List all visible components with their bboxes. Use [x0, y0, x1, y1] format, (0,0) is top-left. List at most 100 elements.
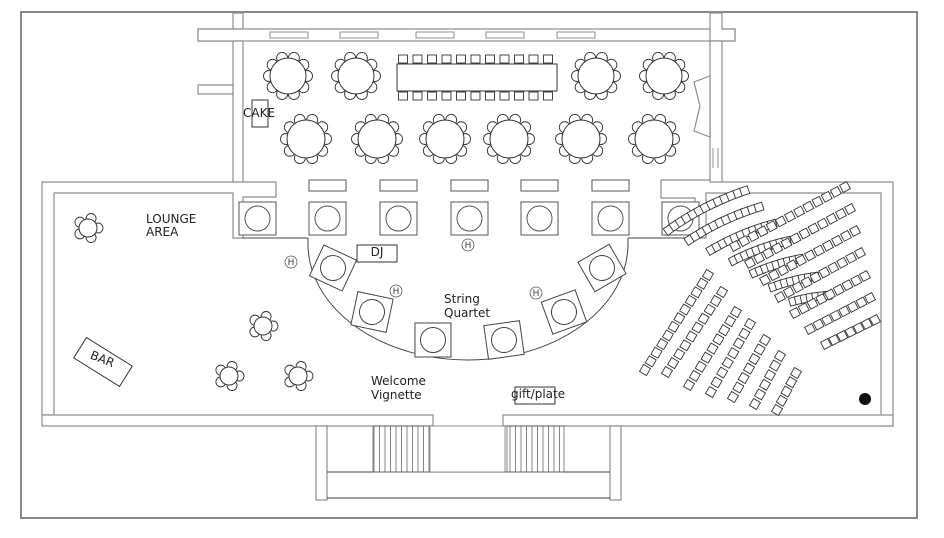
ceremony-chair — [806, 297, 819, 310]
ceremony-chair — [763, 369, 777, 382]
stair-frame — [506, 425, 565, 473]
ceremony-chair — [738, 185, 751, 197]
column-circle — [597, 205, 624, 232]
stage-speaker — [551, 299, 577, 325]
ceremony-chair — [836, 256, 849, 269]
chair — [470, 91, 481, 101]
window — [339, 31, 379, 39]
chair — [427, 54, 437, 64]
column-circle — [385, 205, 412, 232]
ceremony-chair — [829, 185, 842, 198]
round-table — [288, 366, 308, 386]
ceremony-chair — [844, 325, 857, 339]
chair — [499, 54, 510, 64]
stage-speaker — [420, 327, 446, 353]
ceremony-chair — [839, 229, 853, 242]
ceremony-chair — [791, 281, 804, 294]
ceremony-chair — [715, 285, 729, 299]
heater: H — [461, 238, 475, 252]
ceremony-chair — [770, 403, 784, 417]
heater: H — [389, 284, 403, 298]
heater-label: H — [288, 258, 295, 268]
ceremony-chair — [852, 321, 865, 335]
stair-frame — [372, 425, 430, 473]
stage-box-group — [308, 244, 358, 292]
chair — [398, 54, 408, 64]
heater-label: H — [533, 289, 540, 299]
ceremony-chair — [825, 212, 838, 225]
ceremony-chair — [785, 376, 798, 389]
ceremony-chair — [858, 269, 872, 283]
heater: H — [529, 286, 543, 300]
ceremony-chair — [738, 327, 751, 340]
ceremony-chair — [816, 217, 829, 230]
ceremony-chair — [743, 256, 757, 270]
ceremony-chair — [673, 312, 686, 325]
ceremony-chair — [830, 234, 844, 247]
ceremony-chair — [697, 312, 710, 325]
ceremony-chair — [780, 237, 793, 250]
round-table — [219, 366, 239, 386]
window — [485, 31, 525, 39]
ceremony-chair — [721, 356, 734, 369]
heater: H — [284, 255, 298, 269]
heater-icon — [284, 255, 298, 269]
round-table-group — [419, 114, 471, 164]
ceremony-chair — [780, 385, 793, 398]
cake-label: CAKE — [243, 106, 275, 120]
head-table-group — [396, 54, 558, 101]
ceremony-chair — [650, 346, 663, 359]
chair — [441, 91, 452, 101]
chair — [427, 91, 437, 101]
ceremony-chair — [818, 266, 831, 279]
chair — [528, 54, 539, 64]
stairs — [372, 425, 565, 473]
quartet-label-line2: Quartet — [444, 306, 490, 320]
ceremony-chair — [753, 343, 766, 356]
window — [269, 31, 309, 39]
heater-icon — [461, 238, 475, 252]
round-table-group — [571, 51, 621, 101]
ceremony-chair — [820, 190, 833, 203]
bottom-wall-right — [502, 414, 894, 427]
ceremony-chair — [827, 261, 840, 274]
ceremony-chair — [638, 363, 652, 377]
round-table — [425, 119, 465, 159]
ceremony-chair — [718, 324, 731, 337]
furniture — [74, 51, 882, 417]
ceremony-chair — [748, 352, 761, 366]
round-table-group — [483, 114, 535, 164]
ceremony-chair — [841, 279, 854, 292]
ceremony-chair — [724, 315, 737, 328]
buffet-table — [520, 179, 559, 192]
heater-label: H — [465, 241, 472, 251]
round-table — [645, 57, 683, 95]
ceremony-chair — [696, 277, 709, 290]
ceremony-chair — [688, 369, 701, 382]
ceremony-chair — [729, 305, 743, 319]
entrance-left-wall — [315, 425, 328, 501]
ceremony-chair — [794, 254, 808, 267]
left-wall-spur — [197, 84, 234, 95]
ceremony-chair — [727, 347, 740, 360]
heater-icon — [389, 284, 403, 298]
ceremony-chair — [682, 378, 696, 392]
chair — [528, 91, 539, 101]
round-table — [78, 218, 98, 238]
ceremony-chair — [656, 338, 669, 351]
ceremony-chair — [838, 180, 852, 194]
ceremony-chair — [800, 276, 813, 289]
ceremony-chair — [742, 362, 756, 375]
bar-counter — [73, 336, 133, 388]
ceremony-chair — [832, 283, 845, 296]
ceremony-chair — [732, 337, 745, 350]
ceremony-chair — [661, 329, 674, 342]
marker-dot — [859, 393, 871, 405]
stage-box-group — [540, 289, 588, 335]
round-table-group — [249, 311, 279, 341]
ceremony-chair — [771, 242, 784, 255]
gift-label: gift/plate — [511, 387, 565, 401]
stage-box-group — [483, 320, 525, 360]
chair — [470, 54, 481, 64]
